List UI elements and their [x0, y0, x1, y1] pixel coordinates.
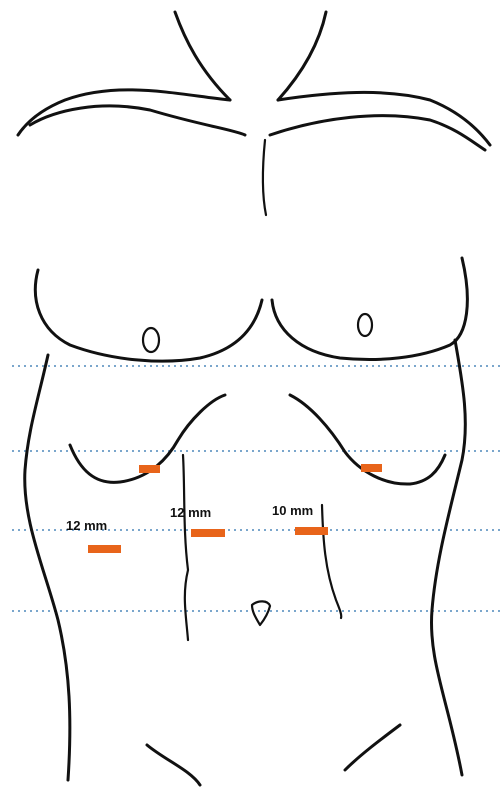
neck-left: [175, 12, 230, 100]
shoulder-right: [270, 116, 485, 150]
neck-right: [278, 12, 326, 100]
pectoral-left: [35, 270, 262, 361]
nipple-right: [358, 314, 372, 336]
port-label-left-lateral: 12 mm: [66, 518, 107, 533]
sternum-line: [263, 140, 266, 215]
shoulder-left: [30, 106, 245, 135]
trapezius-right: [278, 92, 490, 145]
port-label-right-paramedian: 10 mm: [272, 503, 313, 518]
groin-right: [345, 725, 400, 770]
trapezius-left: [18, 90, 230, 135]
port-marker-left-paramedian: [191, 529, 225, 537]
guide-lines: [12, 366, 502, 611]
torso-outline: [18, 12, 490, 785]
port-marker-left-subcostal: [139, 465, 160, 473]
port-marker-right-paramedian: [295, 527, 328, 535]
port-labels: 12 mm 12 mm 10 mm: [66, 503, 313, 533]
umbilicus: [252, 601, 270, 625]
port-label-left-paramedian: 12 mm: [170, 505, 211, 520]
nipple-left: [143, 328, 159, 352]
flank-left: [25, 355, 70, 780]
port-markers: [88, 464, 382, 553]
linea-alba: [183, 455, 188, 640]
rectus-edge-right: [322, 505, 341, 618]
pectoral-right: [272, 258, 467, 359]
groin-left: [147, 745, 200, 785]
port-marker-left-lateral: [88, 545, 121, 553]
flank-right: [431, 340, 465, 775]
port-marker-right-subcostal: [361, 464, 382, 472]
